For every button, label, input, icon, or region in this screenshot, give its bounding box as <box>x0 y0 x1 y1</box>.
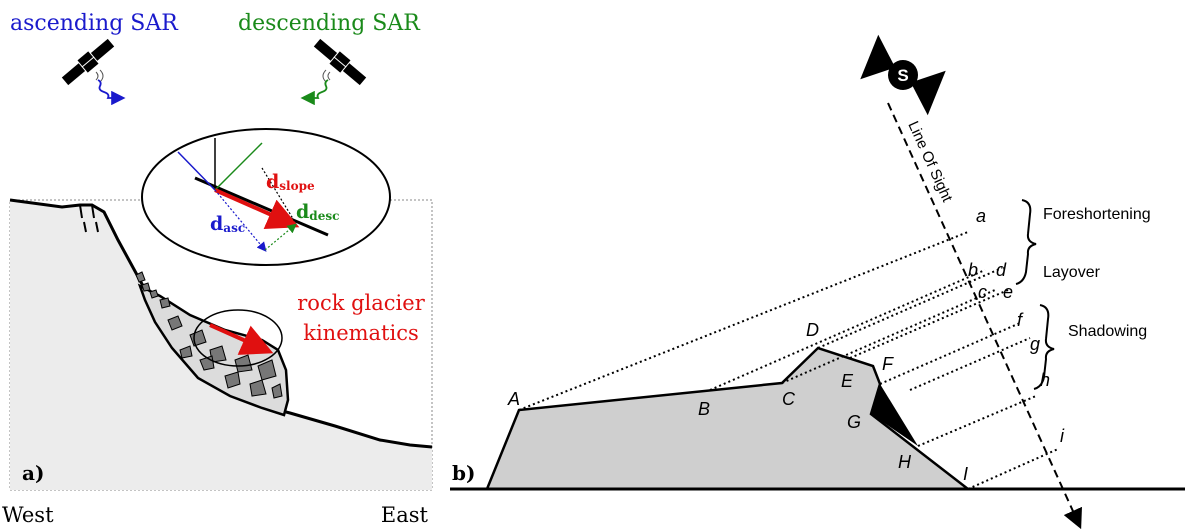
sensor-satellite-icon <box>860 34 946 116</box>
point-A: A <box>507 389 520 409</box>
point-I: I <box>963 464 968 484</box>
panel-b-shadow <box>871 384 918 446</box>
inset-dotted-1 <box>261 167 296 223</box>
point-g: g <box>1030 334 1040 354</box>
inset-asc-los <box>177 151 216 191</box>
point-c: c <box>978 282 987 302</box>
east-label: East <box>381 503 429 527</box>
point-d: d <box>996 260 1007 280</box>
point-a: a <box>976 206 986 226</box>
projection-lines <box>518 231 1059 490</box>
panel-a: dslope ddesc dasc ascending SAR descendi… <box>2 11 433 527</box>
foreshortening-brace <box>1015 199 1037 285</box>
label-ddesc: ddesc <box>296 201 339 223</box>
panel-b-label: b) <box>452 461 475 485</box>
panel-b-terrain <box>485 346 972 491</box>
point-i: i <box>1060 426 1065 446</box>
point-G: G <box>847 412 861 432</box>
summit-notch-dash <box>83 221 99 233</box>
shadowing-brace <box>1033 304 1055 390</box>
point-H: H <box>898 452 912 472</box>
descending-satellite-icon <box>313 38 367 86</box>
kinematics-arrow <box>209 323 274 355</box>
line-of-sight <box>887 102 1082 530</box>
point-B: B <box>698 399 710 419</box>
point-h: h <box>1040 370 1050 390</box>
west-label: West <box>2 503 54 527</box>
kinematics-circle <box>193 309 283 367</box>
point-F: F <box>882 354 894 374</box>
label-dasc: dasc <box>210 213 245 235</box>
inset-dotted-3 <box>264 223 297 251</box>
descending-signal-icon <box>322 69 331 83</box>
inset-dotted-2 <box>214 189 267 252</box>
ascending-sar-label: ascending SAR <box>10 11 179 36</box>
descending-wave-arrow <box>300 79 329 106</box>
los-points: a b c d e f g h i <box>968 206 1065 446</box>
point-D: D <box>806 320 819 340</box>
point-b: b <box>968 260 978 280</box>
ascending-satellite-icon <box>61 38 115 86</box>
summit-notch <box>79 204 95 219</box>
inset-ellipse <box>141 128 391 266</box>
rock-glacier-label-2: kinematics <box>303 321 419 345</box>
line-of-sight-label: Line Of Sight <box>904 119 956 206</box>
point-e: e <box>1003 282 1013 302</box>
sensor-letter: S <box>897 66 908 85</box>
descending-sar-label: descending SAR <box>238 11 421 36</box>
point-E: E <box>841 371 854 391</box>
point-C: C <box>782 389 796 409</box>
label-dslope: dslope <box>266 171 315 193</box>
shadowing-label: Shadowing <box>1068 323 1147 340</box>
layover-label: Layover <box>1043 264 1101 281</box>
panel-b: S Line Of Sight A B C D E F G H I a b c … <box>450 34 1185 530</box>
rock-glacier-label-1: rock glacier <box>297 291 425 315</box>
ascending-signal-icon <box>95 69 104 83</box>
point-f: f <box>1017 310 1024 330</box>
ascending-wave-arrow <box>97 79 126 106</box>
panel-a-label: a) <box>22 461 44 485</box>
inset-dslope-arrow <box>214 188 300 229</box>
panel-a-terrain <box>10 200 432 490</box>
foreshortening-label: Foreshortening <box>1043 206 1151 223</box>
inset-desc-los <box>214 142 263 191</box>
terrain-points: A B C D E F G H I <box>507 320 968 484</box>
inset-vectors <box>177 138 329 252</box>
